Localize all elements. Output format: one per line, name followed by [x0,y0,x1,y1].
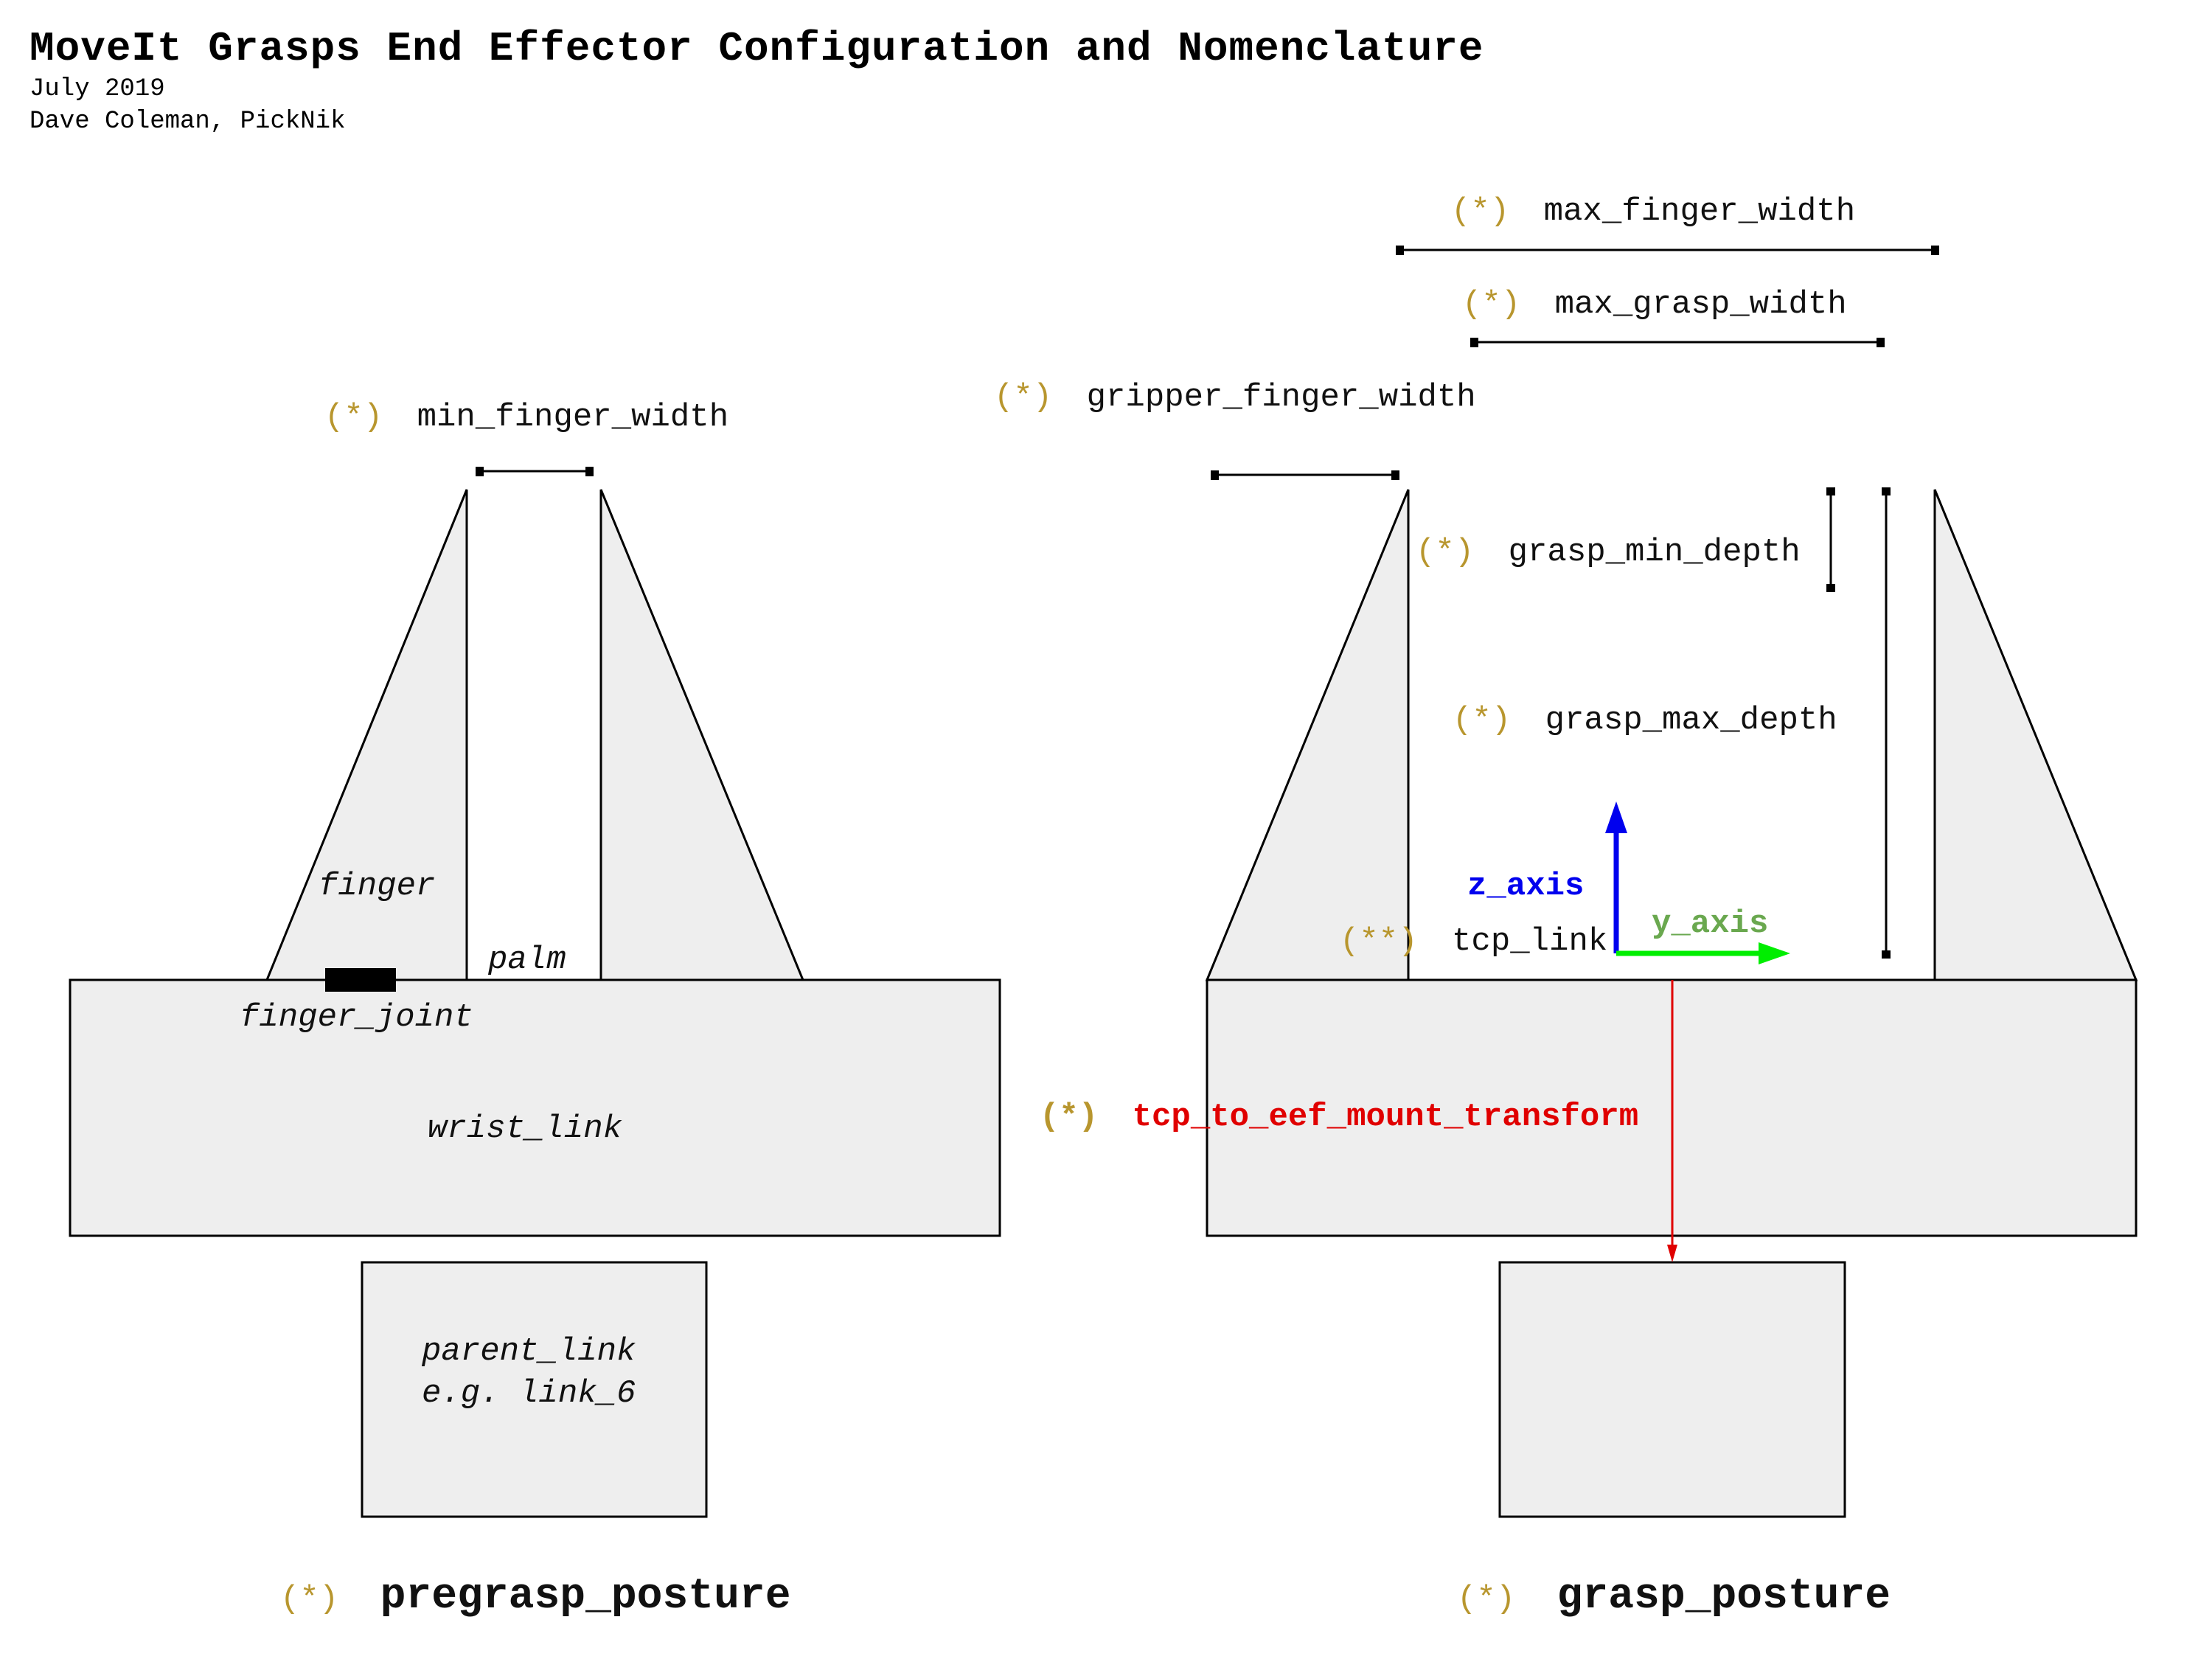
label-parent-link-example: e.g. link_6 [422,1375,636,1412]
svg-text:(*) min_finger_width: (*) min_finger_width [324,399,728,436]
tcp-frame-axes [1605,801,1790,964]
label-finger-joint: finger_joint [240,999,473,1036]
svg-text:(**) tcp_link: (**) tcp_link [1340,923,1607,960]
label-finger: finger [319,868,435,905]
z-axis-arrowhead [1605,801,1627,833]
marker-grasp-max-depth: (*) [1453,702,1511,739]
marker-grasp-posture: (*) [1457,1581,1515,1618]
label-grasp-posture: grasp_posture [1557,1573,1891,1621]
max-grasp-width-dimension [1470,338,1885,347]
right-finger-left [1205,489,1410,981]
grasp-max-depth-dimension [1882,487,1891,959]
svg-text:(*) grasp_min_depth: (*) grasp_min_depth [1416,534,1801,571]
marker-tcp-link: (**) [1340,923,1418,960]
max-finger-width-dimension [1396,246,1939,255]
grasp-min-depth-dimension [1826,487,1835,592]
parent-link-box [361,1261,708,1518]
marker-max-grasp-width: (*) [1462,286,1520,323]
label-z-axis: z_axis [1467,868,1584,905]
label-parent-link: parent_link [421,1333,636,1370]
marker-min-finger-width: (*) [324,399,383,436]
y-axis-arrowhead [1759,942,1790,964]
left-finger-left [265,489,468,981]
finger-joint-marker [325,968,396,992]
tcp-to-eef-mount-transform-arrow [1667,980,1677,1262]
label-min-finger-width: min_finger_width [417,399,728,436]
right-gripper: (*) max_finger_width (*) max_grasp_width… [994,193,2138,1621]
wrist-link-box [69,978,1001,1237]
page-title: MoveIt Grasps End Effector Configuration… [29,25,1484,72]
marker-grasp-min-depth: (*) [1416,534,1474,571]
right-parent-link-box [1498,1261,1846,1518]
left-gripper: (*) min_finger_width finger palm finger_… [69,399,1001,1621]
svg-text:(*) max_finger_width: (*) max_finger_width [1451,193,1855,230]
label-grasp-min-depth: grasp_min_depth [1509,534,1801,571]
svg-text:(*) pregrasp_posture: (*) pregrasp_posture [280,1573,791,1621]
svg-text:(*) grasp_posture: (*) grasp_posture [1457,1573,1891,1621]
label-y-axis: y_axis [1652,905,1768,942]
label-max-finger-width: max_finger_width [1544,193,1855,230]
label-gripper-finger-width: gripper_finger_width [1087,379,1476,416]
label-pregrasp-posture: pregrasp_posture [380,1573,791,1621]
label-wrist-link: wrist_link [428,1110,622,1147]
date-text: July 2019 [29,75,165,103]
gripper-finger-width-dimension [1211,470,1399,480]
author-text: Dave Coleman, PickNik [29,108,346,136]
marker-gripper-finger-width: (*) [994,379,1052,416]
label-max-grasp-width: max_grasp_width [1555,286,1847,323]
label-grasp-max-depth: grasp_max_depth [1545,702,1837,739]
label-palm: palm [487,942,566,978]
svg-text:(*) gripper_finger_width: (*) gripper_finger_width [994,379,1476,416]
label-tcp-link: tcp_link [1452,923,1607,960]
min-finger-width-dimension [476,467,594,476]
marker-max-finger-width: (*) [1451,193,1509,230]
left-finger-right [599,489,805,981]
label-tcp-to-eef-mount-transform: tcp_to_eef_mount_transform [1133,1099,1639,1135]
marker-tcp-to-eef-mount-transform: (*) [1040,1099,1098,1135]
svg-text:(*) grasp_max_depth: (*) grasp_max_depth [1453,702,1837,739]
marker-pregrasp-posture: (*) [280,1581,338,1618]
svg-text:(*) max_grasp_width: (*) max_grasp_width [1462,286,1847,323]
right-finger-right [1933,489,2138,981]
svg-text:(*) tcp_to_eef_mount_tra: (*) tcp_to_eef_mount_transform [1040,1099,1638,1135]
